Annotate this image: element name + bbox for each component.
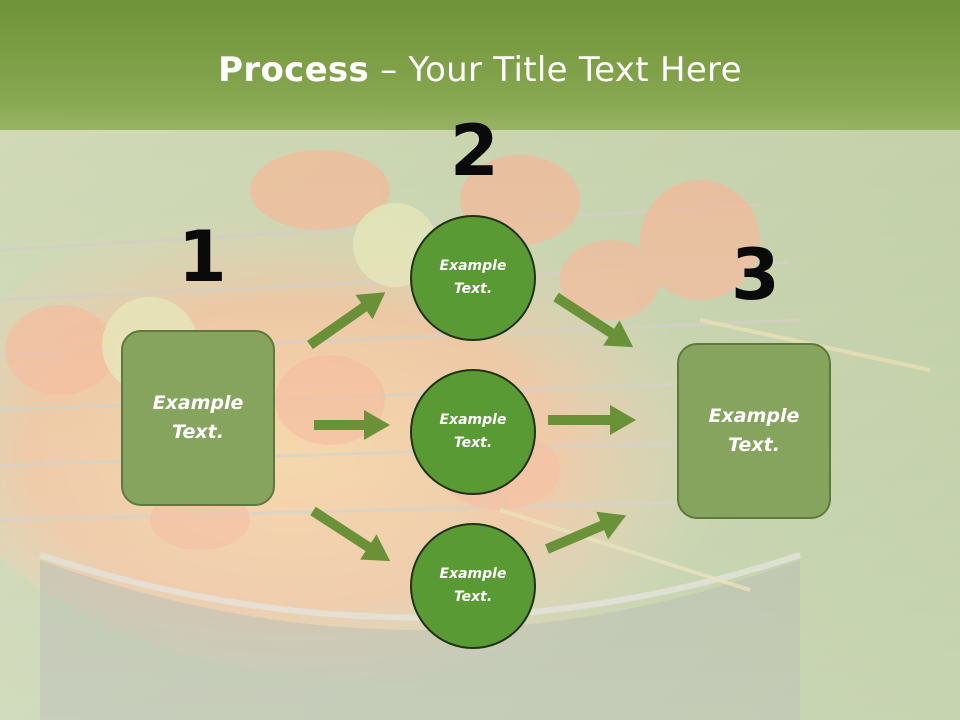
- slide-title: Process – Your Title Text Here: [0, 50, 960, 90]
- title-bar: [0, 0, 960, 130]
- step-2-circle-bottom: Example Text.: [410, 523, 536, 649]
- step-2-circle-top: Example Text.: [410, 215, 536, 341]
- step-number-1: 1: [178, 216, 227, 298]
- circle-top-text: Example Text.: [439, 258, 507, 297]
- title-bold: Process: [218, 50, 370, 90]
- step-1-box: Example Text.: [121, 330, 275, 506]
- arrow-box1-to-bottom: [310, 506, 391, 562]
- step-number-2: 2: [450, 110, 499, 192]
- arrow-top-to-box3: [553, 292, 634, 348]
- step-3-text: Example Text.: [708, 405, 800, 456]
- arrow-middle-to-box3: [548, 405, 636, 435]
- arrow-box1-to-top: [307, 292, 386, 350]
- step-3-box: Example Text.: [677, 343, 831, 519]
- arrow-box1-to-middle: [314, 410, 390, 440]
- step-number-3: 3: [731, 234, 780, 316]
- step-2-circle-middle: Example Text.: [410, 369, 536, 495]
- circle-middle-text: Example Text.: [439, 412, 507, 451]
- title-rest: – Your Title Text Here: [369, 50, 742, 90]
- circle-bottom-text: Example Text.: [439, 566, 507, 605]
- step-1-text: Example Text.: [152, 392, 244, 443]
- arrow-bottom-to-box3: [545, 511, 627, 554]
